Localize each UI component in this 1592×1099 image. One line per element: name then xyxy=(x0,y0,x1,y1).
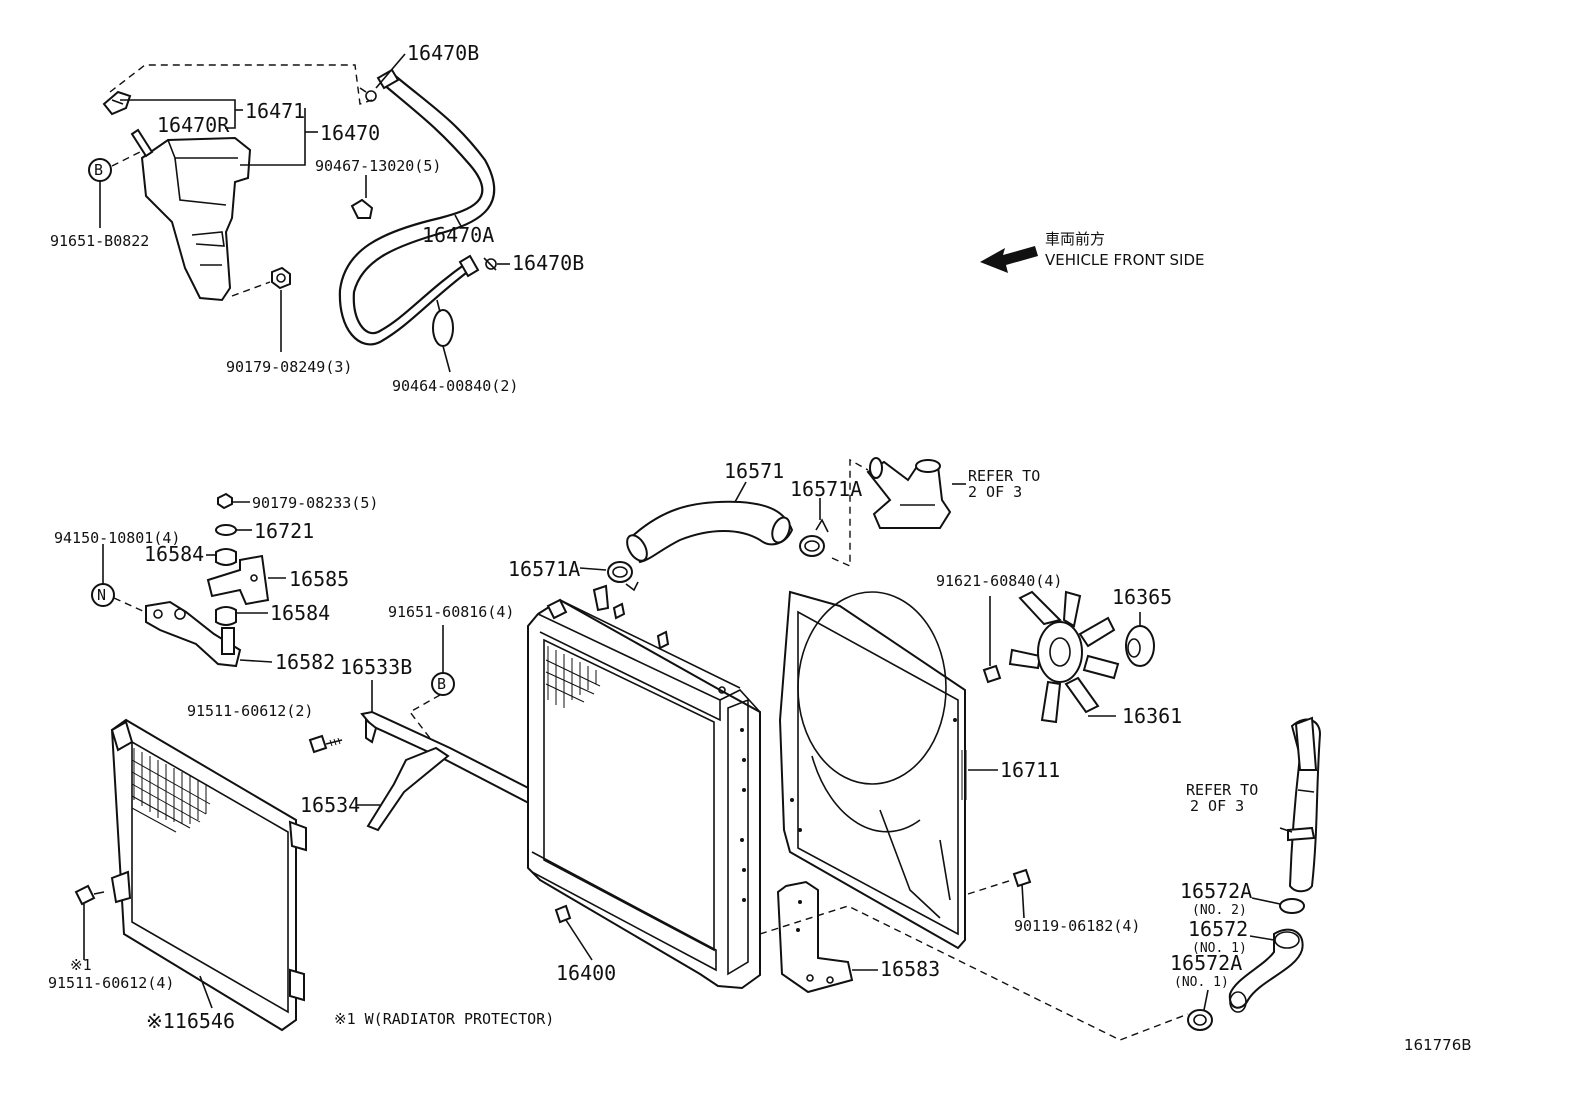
radiator-protector xyxy=(110,718,307,1032)
label-91621: 91621-60840(4) xyxy=(936,572,1062,590)
label-refer-top-1: REFER TO xyxy=(968,467,1040,485)
label-16582: 16582 xyxy=(275,650,335,674)
label-16584-b: 16584 xyxy=(270,601,330,625)
label-16572a-no1: 16572A xyxy=(1170,951,1242,975)
label-16470: 16470 xyxy=(320,121,380,145)
cooling-fan xyxy=(1008,590,1120,724)
label-16471: 16471 xyxy=(245,99,305,123)
label-16365: 16365 xyxy=(1112,585,1172,609)
label-note: ※1 W(RADIATOR PROTECTOR) xyxy=(334,1010,554,1028)
upper-radiator-hose xyxy=(626,481,794,564)
radiator-core-fins xyxy=(545,646,601,708)
label-90179-08249: 90179-08249(3) xyxy=(226,358,352,376)
circle-marker-b-bottom: B xyxy=(437,675,446,693)
label-16470r: 16470R xyxy=(157,113,230,137)
label-16584-a: 16584 xyxy=(144,542,204,566)
vehicle-front-arrow: 車両前方 VEHICLE FRONT SIDE xyxy=(980,230,1205,273)
label-90464: 90464-00840(2) xyxy=(392,377,518,395)
label-16572: 16572 xyxy=(1188,917,1248,941)
label-16470a: 16470A xyxy=(422,223,494,247)
label-16571: 16571 xyxy=(724,459,784,483)
label-16533b: 16533B xyxy=(340,655,412,679)
label-16534: 16534 xyxy=(300,793,360,817)
protector-mesh xyxy=(131,748,211,833)
hose-clamp-no2 xyxy=(1251,897,1305,914)
label-refer-top-2: 2 OF 3 xyxy=(968,483,1022,501)
diagram-id: 161776B xyxy=(1404,1036,1472,1054)
label-16585: 16585 xyxy=(289,567,349,591)
label-16470b-top: 16470B xyxy=(407,41,479,65)
clamp-90467 xyxy=(350,175,463,229)
label-16571a-left: 16571A xyxy=(508,557,580,581)
circle-marker-b-top: B xyxy=(88,158,112,182)
reservoir-tank xyxy=(130,128,252,302)
label-94150: 94150-10801(4) xyxy=(54,529,180,547)
label-90179-08233: 90179-08233(5) xyxy=(252,494,378,512)
label-16721: 16721 xyxy=(254,519,314,543)
bolt-90119 xyxy=(967,868,1032,919)
reservoir-tank-group: B xyxy=(88,64,373,352)
hose-clamp-16571a-right xyxy=(799,498,829,557)
label-no2: (NO. 2) xyxy=(1192,903,1247,918)
label-16711: 16711 xyxy=(1000,758,1060,782)
reservoir-hose xyxy=(338,68,496,346)
label-16470b-right: 16470B xyxy=(512,251,584,275)
label-16546: ※116546 xyxy=(146,1009,235,1033)
reservoir-cap xyxy=(102,90,132,116)
direction-label-en: VEHICLE FRONT SIDE xyxy=(1045,251,1205,269)
svg-text:B: B xyxy=(94,161,103,179)
label-16572a-no2: 16572A xyxy=(1180,879,1252,903)
hose-clamp-no1 xyxy=(1187,989,1213,1031)
radiator xyxy=(527,584,761,990)
label-91651-60816: 91651-60816(4) xyxy=(388,603,514,621)
label-16583: 16583 xyxy=(880,957,940,981)
label-mark1: ※1 xyxy=(70,956,92,974)
label-refer-bottom-2: 2 OF 3 xyxy=(1190,797,1244,815)
lower-hose-16572 xyxy=(1228,928,1304,1013)
nut-90179-08249 xyxy=(271,266,291,290)
lower-hose-refer xyxy=(1279,716,1322,893)
label-90119: 90119-06182(4) xyxy=(1014,917,1140,935)
engine-mount-group: N xyxy=(91,492,286,668)
bolt-91621 xyxy=(982,596,1002,684)
label-16400: 16400 xyxy=(556,961,616,985)
radiator-support-rod: B xyxy=(308,625,578,844)
label-91651-b0822: 91651-B0822 xyxy=(50,232,149,250)
label-no1-b: (NO. 1) xyxy=(1174,975,1229,990)
band-90464 xyxy=(432,299,454,373)
label-16571a-right: 16571A xyxy=(790,477,862,501)
label-90467: 90467-13020(5) xyxy=(315,157,441,175)
label-refer-bottom-1: REFER TO xyxy=(1186,781,1258,799)
bolt-91511-protector xyxy=(74,884,105,960)
direction-label-jp: 車両前方 xyxy=(1045,230,1105,248)
label-91511-60612-2: 91511-60612(2) xyxy=(187,702,313,720)
fluid-coupling xyxy=(1125,612,1155,667)
label-91511-60612-4: 91511-60612(4) xyxy=(48,974,174,992)
shroud-bracket xyxy=(776,880,878,994)
clip-16470b-right xyxy=(483,257,510,271)
hose-clamp-16571a-left xyxy=(579,561,639,592)
fan-shroud xyxy=(778,590,998,950)
part-labels: 16470B 16471 16470R 16470 90467-13020(5)… xyxy=(48,41,1472,1054)
clip-16470b-top xyxy=(359,53,406,102)
circle-marker-n: N xyxy=(97,586,106,604)
label-16361: 16361 xyxy=(1122,704,1182,728)
water-outlet xyxy=(831,457,966,568)
label-no1-a: (NO. 1) xyxy=(1192,941,1247,956)
